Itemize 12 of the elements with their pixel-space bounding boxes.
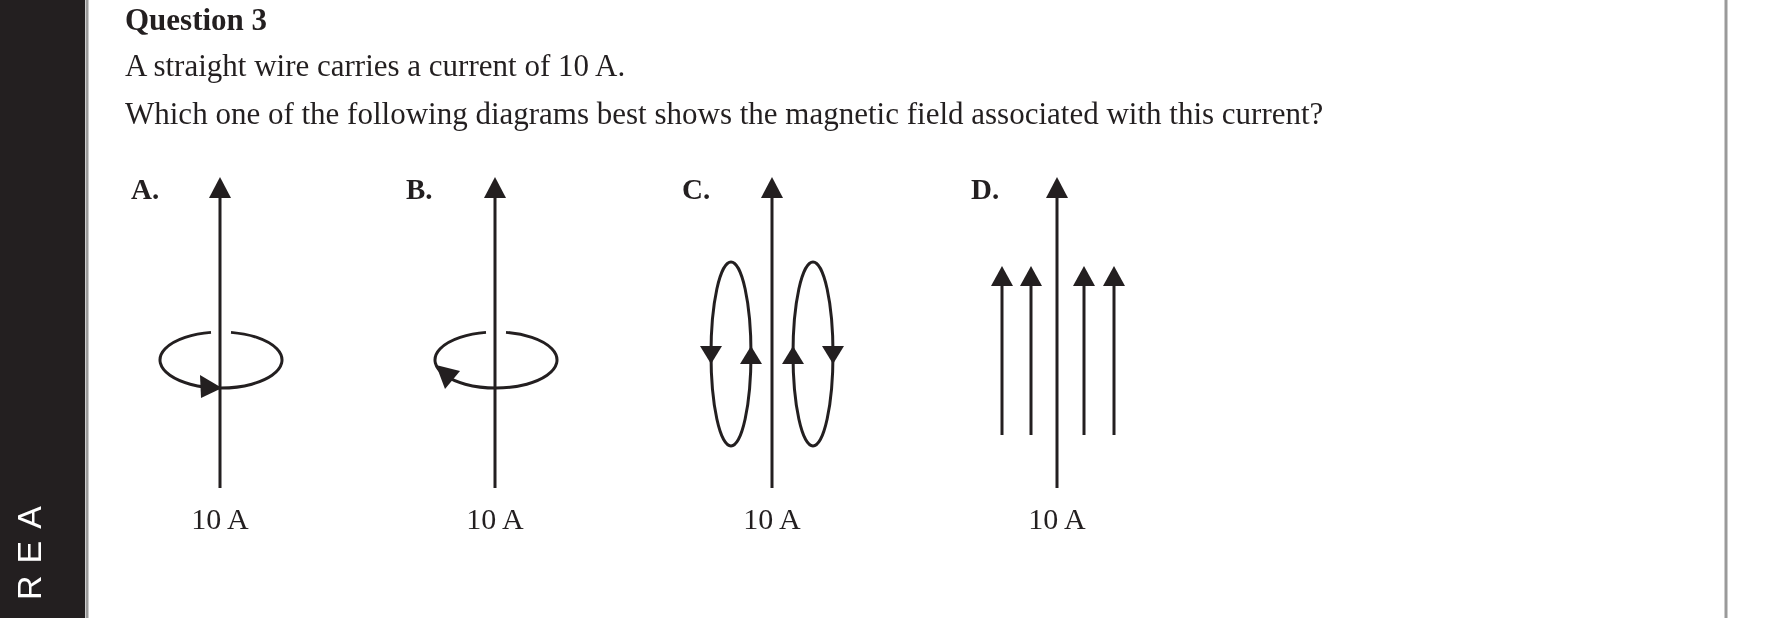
question-text: A straight wire carries a current of 10 A. (125, 48, 626, 84)
current-label: 10 A (1028, 502, 1086, 536)
current-label: 10 A (191, 502, 249, 536)
option-letter: D. (971, 173, 1000, 206)
question-heading: Question 3 (125, 2, 268, 38)
option-letter: A. (131, 173, 160, 206)
current-label: 10 A (466, 502, 524, 536)
option-letter: C. (682, 173, 711, 206)
question-text: Which one of the following diagrams best shows the magnetic field associated with this current? (125, 96, 1324, 132)
current-label: 10 A (743, 502, 801, 536)
margin-text: REA (10, 494, 49, 600)
option-letter: B. (406, 173, 433, 206)
